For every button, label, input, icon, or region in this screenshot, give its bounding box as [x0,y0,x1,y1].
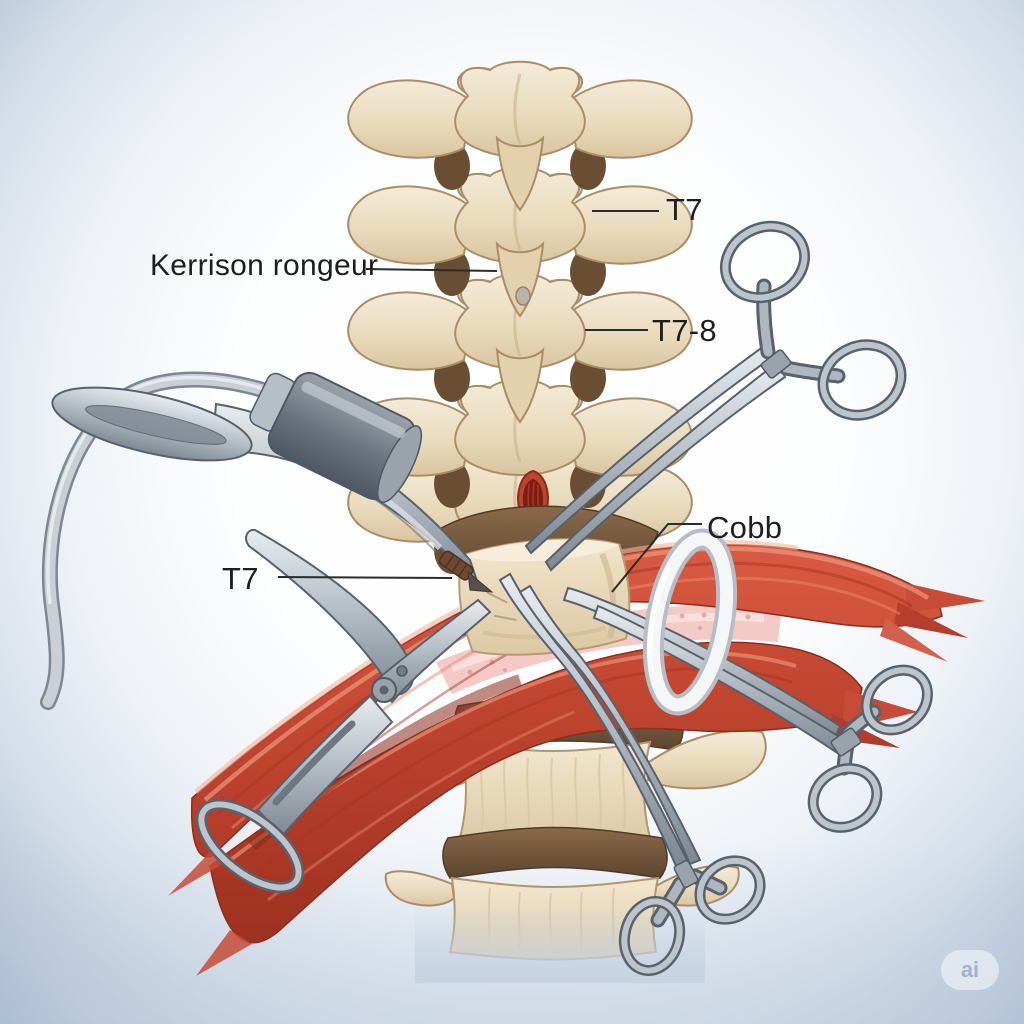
hemostat-ur-ring-1 [719,220,811,304]
label-t7-8: T7-8 [652,313,717,348]
instrument-connector [249,371,423,503]
label-t7-upper: T7 [666,192,703,227]
leader-kerrison [365,268,498,272]
instrument-paddle-tip [51,386,253,462]
label-kerrison-rongeur: Kerrison rongeur [150,249,379,282]
leader-t7-lower [277,576,453,579]
scissors-loop-handle [195,798,305,894]
leader-lines [277,210,702,593]
forceps-ring-1 [618,895,686,977]
hemostat-upper-right [524,220,907,572]
forceps-ring-2 [694,855,766,925]
curved-scissors [195,528,492,894]
ai-watermark-badge: ai [941,950,999,990]
bone-nodule [515,286,531,306]
kerrison-rongeur-instrument [40,371,494,710]
hemostat-lr-ring-1 [861,664,933,736]
cobb-retractor-ring [642,528,738,716]
hemostat-lr-ring-2 [807,763,883,833]
label-cobb: Cobb [707,510,783,545]
hemostat-ur-ring-2 [817,339,907,421]
leader-cobb [611,523,702,593]
instrument-dark-tip [438,550,494,593]
exposed-bone-block [458,538,631,656]
label-t7-lower-left: T7 [222,561,259,596]
long-forceps-bottom [498,572,766,977]
